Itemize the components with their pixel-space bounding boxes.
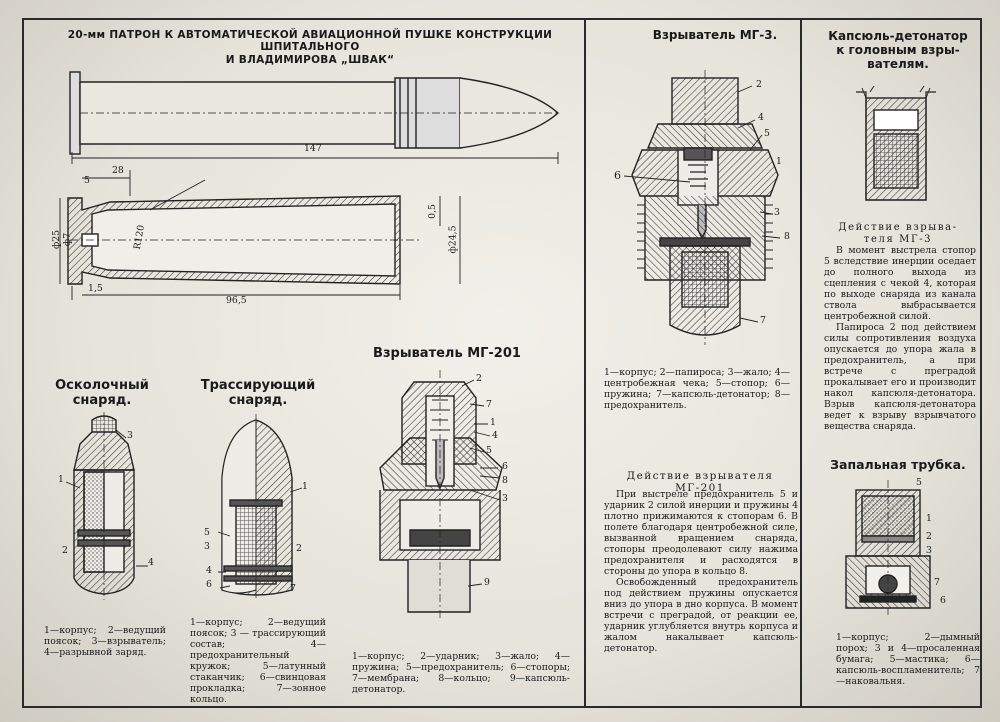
tracer-heading-line-2: снаряд. (228, 393, 288, 409)
mg3-callout-4: 4 (758, 112, 764, 123)
cartridge-case-section (59, 170, 461, 300)
tracer-callout-4: 4 (206, 565, 212, 576)
fragmentation-projectile-drawing (65, 412, 148, 600)
tracer-callout-1: 1 (302, 481, 308, 492)
fragmentation-callout-1: 1 (58, 474, 64, 485)
fuse-tube-callout-1: 1 (926, 513, 932, 524)
poster-frame (22, 18, 982, 708)
mg201-callout-9: 9 (484, 577, 490, 588)
fuse-tube-callout-3: 3 (926, 545, 932, 556)
mg3-fuze-drawing (623, 70, 781, 345)
kapsul-heading-line-2: к головным взры- (836, 43, 960, 58)
mg201-action-text: При выстреле предохранитель 5 и ударник … (604, 489, 798, 655)
mg201-heading: Взрыватель МГ-201 (373, 346, 521, 361)
fuse-tube-heading: Запальная трубка. (830, 457, 966, 472)
mg201-callout-6: 6 (502, 461, 508, 472)
mg201-action-heading: Действие взрывателя МГ-201 (626, 470, 774, 495)
poster-title-line-1: 20-мм ПАТРОН К АВТОМАТИЧЕСКОЙ АВИАЦИОННО… (67, 29, 553, 54)
mg3-caption: 1—корпус; 2—папироса; 3—жало; 4—центробе… (604, 367, 790, 411)
poster-title-line-2: И ВЛАДИМИРОВА „ШВАК“ (225, 53, 395, 66)
mg201-callout-5: 5 (486, 445, 492, 456)
dim-28: 28 (112, 165, 124, 176)
mg3-action-heading-line-2: теля МГ-3 (863, 233, 933, 245)
tracer-callout-2: 2 (296, 543, 302, 554)
section-divider-line (800, 18, 802, 708)
mg3-callout-5: 5 (764, 128, 770, 139)
mg3-action-heading: Действие взрыва- теля МГ-3 (818, 222, 978, 246)
fragmentation-callout-3: 3 (127, 430, 133, 441)
fuse-tube-callout-7: 7 (934, 577, 940, 588)
mg3-heading: Взрыватель МГ-3. (652, 28, 778, 42)
mg201-action-paragraph-1: При выстреле предохранитель 5 и ударник … (604, 489, 798, 577)
mg3-callout-2: 2 (756, 79, 762, 90)
kapsul-heading: Капсюль-детонатор к головным взры- вател… (816, 29, 980, 71)
mg3-callout-1: 1 (776, 156, 782, 167)
kapsul-heading-line-3: вателям. (867, 57, 929, 72)
fuse-tube-callout-5: 5 (916, 477, 922, 488)
mg3-callout-8: 8 (784, 231, 790, 242)
mg201-callout-4: 4 (492, 430, 498, 441)
mg3-callout-3: 3 (774, 207, 780, 218)
tracer-projectile-drawing (217, 414, 303, 600)
fragmentation-heading-line-1: Осколочный (55, 378, 149, 393)
mg3-action-text: В момент выстрела стопор 5 вследствие ин… (824, 245, 976, 432)
tracer-callout-7: 7 (290, 583, 296, 594)
fragmentation-callout-4: 4 (148, 557, 154, 568)
tracer-caption: 1—корпус; 2—ведущий поясок; 3 — трассиру… (190, 617, 326, 705)
kapsul-heading-line-1: Капсюль-детонатор (828, 29, 968, 43)
poster-title: 20-мм ПАТРОН К АВТОМАТИЧЕСКОЙ АВИАЦИОННО… (40, 29, 580, 66)
dim-total-length: 147 (304, 143, 322, 154)
fuse-tube-caption: 1—корпус; 2—дымный порох; 3 и 4—просален… (836, 632, 980, 687)
tracer-callout-6: 6 (206, 579, 212, 590)
dim-0-5: 0,5 (426, 204, 438, 219)
fragmentation-callout-2: 2 (62, 545, 68, 556)
mg3-action-heading-line-1: Действие взрыва- (838, 222, 958, 233)
fuse-tube-callout-6: 6 (940, 595, 946, 606)
fuse-tube-drawing (845, 480, 931, 615)
mg3-action-paragraph-2: Папироса 2 под действием силы сопротивле… (824, 321, 976, 432)
mg201-callout-3: 3 (502, 493, 508, 504)
tracer-callout-3: 3 (204, 541, 210, 552)
fuse-tube-callout-2: 2 (926, 531, 932, 542)
dim-5: 5 (84, 175, 90, 186)
mg201-fuze-drawing (379, 370, 503, 620)
mg3-callout-7: 7 (760, 315, 766, 326)
mg3-callout-6: 6 (614, 169, 621, 182)
mg201-callout-2: 2 (476, 373, 482, 384)
dim-1-5: 1,5 (88, 283, 103, 294)
dim-d24-5: ф24,5 (447, 225, 459, 254)
cartridge-side-view (69, 71, 560, 164)
fragmentation-heading: Осколочный снаряд. (40, 378, 164, 409)
fragmentation-caption: 1—корпус; 2—ведущий поясок; 3—взрыватель… (44, 625, 166, 658)
tracer-heading: Трассирующий снаряд. (190, 378, 326, 409)
section-divider-line (584, 18, 586, 708)
dim-d7: ф7 (62, 232, 74, 247)
mg201-caption: 1—корпус; 2—ударник; 3—жало; 4—пружина; … (352, 651, 570, 695)
mg201-callout-7: 7 (486, 399, 492, 410)
dim-case-length: 96,5 (226, 295, 247, 306)
capsule-detonator-drawing (856, 85, 936, 201)
tracer-heading-line-1: Трассирующий (200, 378, 316, 393)
mg201-action-paragraph-2: Освобожденный предохранитель под действи… (604, 576, 798, 654)
mg201-callout-1: 1 (490, 417, 496, 428)
mg3-action-paragraph-1: В момент выстрела стопор 5 вследствие ин… (824, 245, 976, 322)
mg201-callout-8: 8 (502, 475, 508, 486)
tracer-callout-5: 5 (204, 527, 210, 538)
fragmentation-heading-line-2: снаряд. (72, 393, 132, 409)
